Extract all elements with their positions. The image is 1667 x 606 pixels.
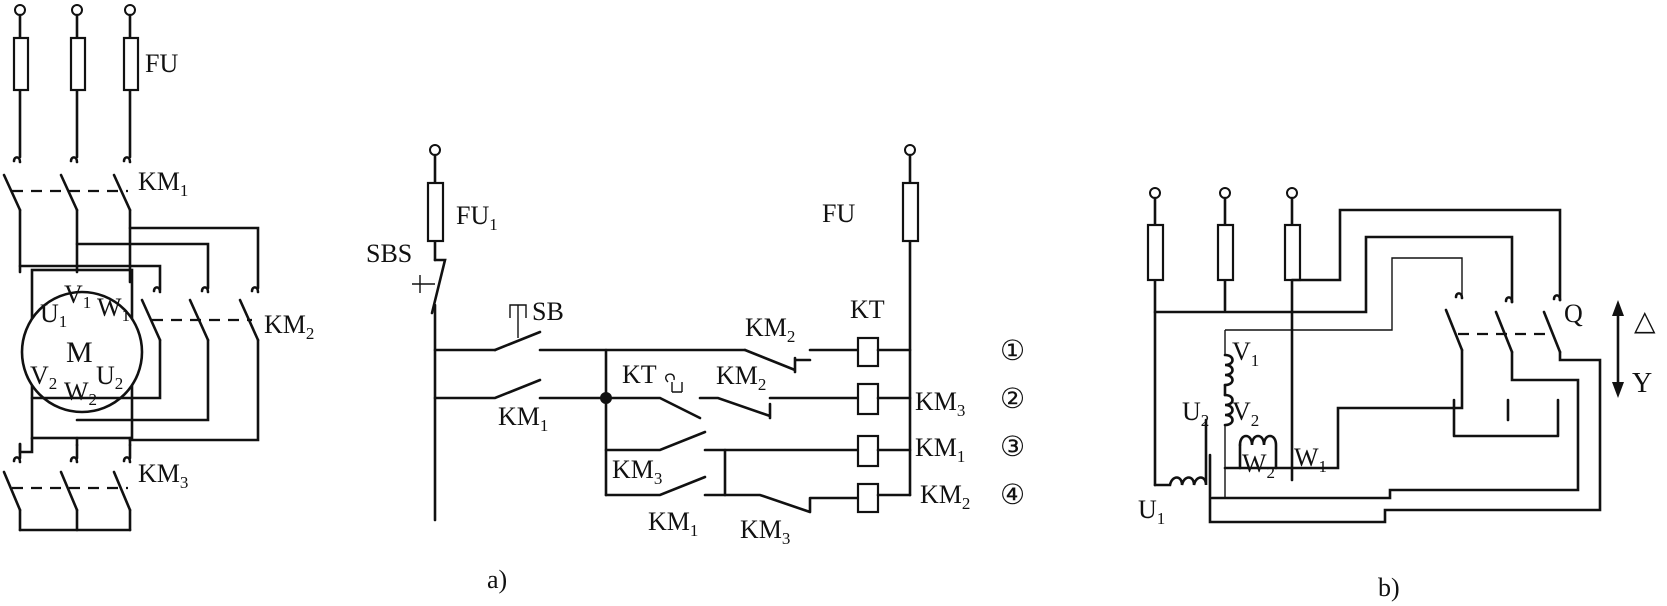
power-circuit: FU KM1 M V1 W1 U1 V2 W2 U2 KM2 bbox=[2, 4, 314, 532]
km3-power-label: KM3 bbox=[138, 459, 188, 492]
supply-terminal-l2 bbox=[71, 4, 83, 16]
coil-km2 bbox=[856, 482, 880, 514]
svg-text:W1: W1 bbox=[97, 293, 130, 325]
start-button-label: SB bbox=[532, 297, 564, 326]
svg-text:W2: W2 bbox=[1242, 449, 1275, 482]
switch-q-label: Q bbox=[1564, 299, 1583, 328]
control-supply-terminal-right bbox=[904, 144, 916, 156]
km2-power-label: KM2 bbox=[264, 310, 314, 343]
svg-text:KM3: KM3 bbox=[612, 455, 662, 488]
control-supply-terminal-left bbox=[429, 144, 441, 156]
supply-terminal-l3 bbox=[124, 4, 136, 16]
control-circuit: FU1 SBS SB KM1 KM2 KT KT KM2 bbox=[366, 144, 1025, 594]
caption-b: b) bbox=[1378, 573, 1400, 602]
svg-text:U2: U2 bbox=[96, 361, 123, 393]
svg-text:V2: V2 bbox=[30, 361, 57, 393]
svg-text:KM1: KM1 bbox=[648, 507, 698, 540]
svg-text:KM2: KM2 bbox=[716, 361, 766, 394]
rung-number-3: ③ bbox=[1000, 432, 1025, 463]
rung-number-1: ① bbox=[1000, 336, 1025, 367]
svg-text:U1: U1 bbox=[1138, 495, 1165, 528]
rung-number-2: ② bbox=[1000, 384, 1025, 415]
switch-circuit: Q △ Y V1 V2 U2 U1 W2 W1 b) bbox=[1138, 187, 1656, 602]
switch-supply-terminal-l1 bbox=[1149, 187, 1161, 199]
delta-symbol: △ bbox=[1634, 306, 1656, 337]
start-button bbox=[493, 330, 542, 352]
fuse-l2 bbox=[69, 36, 87, 92]
caption-a: a) bbox=[487, 565, 507, 594]
svg-text:V2: V2 bbox=[1232, 397, 1259, 430]
motor-label: M bbox=[66, 336, 93, 369]
km1-power-label: KM1 bbox=[138, 167, 188, 200]
svg-text:KM2: KM2 bbox=[745, 313, 795, 346]
fuse-fu-right-label: FU bbox=[822, 199, 855, 228]
switch-supply-terminal-l2 bbox=[1219, 187, 1231, 199]
svg-text:W1: W1 bbox=[1294, 443, 1327, 476]
svg-text:KT: KT bbox=[622, 360, 657, 389]
switch-fuse-l1 bbox=[1146, 223, 1165, 282]
coil-km3-label: KM3 bbox=[915, 387, 965, 420]
switch-fuse-l3 bbox=[1283, 223, 1302, 282]
coil-kt-label: KT bbox=[850, 295, 885, 324]
svg-text:V1: V1 bbox=[1232, 337, 1259, 370]
holding-contact-label: KM1 bbox=[498, 402, 548, 435]
svg-text:W2: W2 bbox=[64, 377, 97, 409]
switch-q-contacts bbox=[1444, 308, 1562, 354]
svg-text:KM3: KM3 bbox=[740, 515, 790, 548]
km3-contacts bbox=[2, 470, 132, 512]
svg-text:U2: U2 bbox=[1182, 397, 1209, 430]
star-symbol: Y bbox=[1632, 368, 1652, 399]
fuse-l1 bbox=[12, 36, 30, 92]
stop-button bbox=[430, 258, 447, 315]
coil-km1 bbox=[856, 434, 880, 468]
rung-number-4: ④ bbox=[1000, 480, 1025, 511]
stop-button-label: SBS bbox=[366, 239, 412, 268]
svg-text:V1: V1 bbox=[64, 280, 91, 312]
svg-text:U1: U1 bbox=[40, 299, 67, 331]
motor bbox=[20, 290, 144, 414]
fuse-label: FU bbox=[145, 49, 178, 78]
switch-fuse-l2 bbox=[1216, 223, 1235, 282]
fuse-fu1 bbox=[426, 181, 445, 243]
switch-supply-terminal-l3 bbox=[1286, 187, 1298, 199]
coil-km2-label: KM2 bbox=[920, 480, 970, 513]
coil-km1-label: KM1 bbox=[915, 433, 965, 466]
fuse-fu1-label: FU1 bbox=[456, 201, 498, 234]
coil-km3 bbox=[856, 382, 880, 416]
fuse-l3 bbox=[122, 36, 140, 92]
supply-terminal-l1 bbox=[14, 4, 26, 16]
km1-contacts bbox=[2, 173, 132, 212]
coil-kt bbox=[856, 336, 880, 368]
fuse-fu-right bbox=[901, 181, 920, 243]
